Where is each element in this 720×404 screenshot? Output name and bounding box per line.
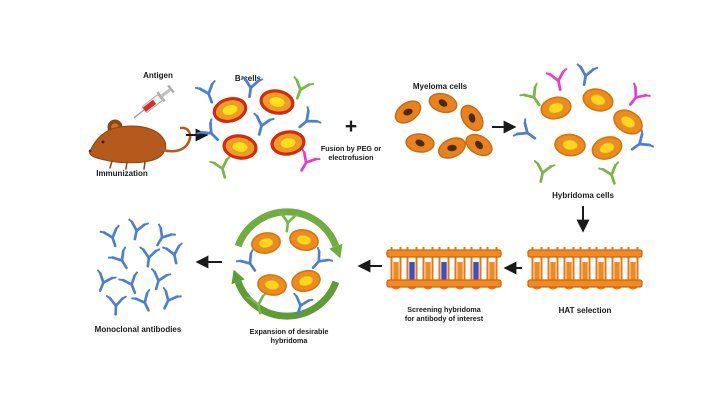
hybridoma-cells-label: Hybridoma cells [552, 191, 614, 200]
hat-selection-rack [527, 246, 643, 290]
antibody-icon [124, 218, 150, 243]
mouse-nose [88, 149, 92, 153]
antibody-icon [107, 246, 136, 275]
antibody-icon [291, 105, 322, 136]
myeloma-cell [434, 133, 470, 163]
mouse-eye [101, 140, 105, 144]
hybridoma-cell [588, 132, 626, 164]
myeloma-cells-label: Myeloma cells [413, 82, 468, 91]
myeloma-cell-cluster [390, 89, 497, 163]
screening-rack [386, 246, 502, 290]
antibody-icon [208, 155, 236, 182]
antibody-icon [145, 267, 172, 293]
rack-bottom-rail [527, 279, 643, 288]
cycle-arrow-top [234, 208, 340, 248]
antibody-icon [104, 294, 128, 316]
antibody-icon [154, 286, 183, 314]
myeloma-cell [426, 89, 460, 117]
b-cell [221, 132, 259, 162]
hybridoma-cell [287, 226, 321, 254]
antibody-icon [235, 248, 265, 278]
antibody-icon [248, 112, 276, 139]
myeloma-cell [390, 95, 426, 129]
hybridoma-cell [249, 229, 283, 257]
antibody-icon [148, 223, 177, 252]
mouse-illustration [88, 119, 192, 170]
hybridoma-cell [255, 272, 289, 298]
antibody-icon [161, 242, 187, 267]
screening-label-line1: Screening hybridoma [407, 305, 481, 314]
hybridoma-cell [579, 85, 617, 115]
myeloma-cell [461, 129, 497, 161]
fusion-label-line2: electrofusion [328, 153, 373, 162]
expansion-label-line2: hybridoma [271, 336, 309, 345]
antibody-icon [512, 117, 542, 148]
antibody-icon [89, 269, 118, 296]
mouse-tail [161, 126, 192, 153]
antibody-icon [137, 246, 161, 269]
plus-sign: + [345, 115, 357, 138]
myeloma-cell [404, 132, 436, 154]
antibody-icon [597, 161, 626, 188]
monoclonal-antibody-cluster [89, 218, 187, 316]
monoclonal-antibodies-label: Monoclonal antibodies [95, 325, 182, 334]
myeloma-cell [455, 100, 489, 136]
rack-top-rail [527, 249, 643, 258]
fusion-label-line1: Fusion by PEG or [321, 144, 382, 153]
antibody-icon [545, 67, 572, 94]
hybridoma-cell [553, 132, 587, 158]
hat-selection-label: HAT selection [559, 306, 612, 315]
b-cell [257, 86, 297, 118]
immunization-label: Immunization [96, 169, 148, 178]
expansion-label-line1: Expansion of desirable [250, 327, 329, 336]
hybridoma-cell [288, 266, 324, 296]
rack-bottom-rail [386, 279, 502, 288]
syringe-icon [133, 84, 175, 119]
expansion-cycle [231, 208, 343, 320]
mouse-body [89, 125, 167, 164]
b-cell-cluster [194, 75, 322, 182]
antibody-icon [99, 224, 126, 251]
antibody-icon [130, 288, 159, 316]
hybridoma-cell-cluster [512, 63, 655, 188]
antibody-icon [621, 82, 652, 113]
screening-label-line2: for antibody of interest [405, 314, 484, 323]
cycle-arrowhead [231, 269, 245, 285]
hybridoma-cell [608, 104, 648, 140]
antibody-icon [572, 63, 599, 88]
b-cell [210, 93, 250, 127]
hybridoma-cell [538, 93, 574, 123]
b-cell [269, 128, 307, 158]
antibody-icon [529, 159, 556, 186]
antibody-icon [195, 117, 227, 149]
rack-top-rail [386, 249, 502, 258]
cycle-arrowhead [329, 243, 343, 259]
antibody-icon [117, 271, 146, 298]
antigen-label: Antigen [143, 71, 173, 80]
b-cells-label: B-cells [235, 74, 262, 83]
antibody-icon [194, 79, 223, 107]
